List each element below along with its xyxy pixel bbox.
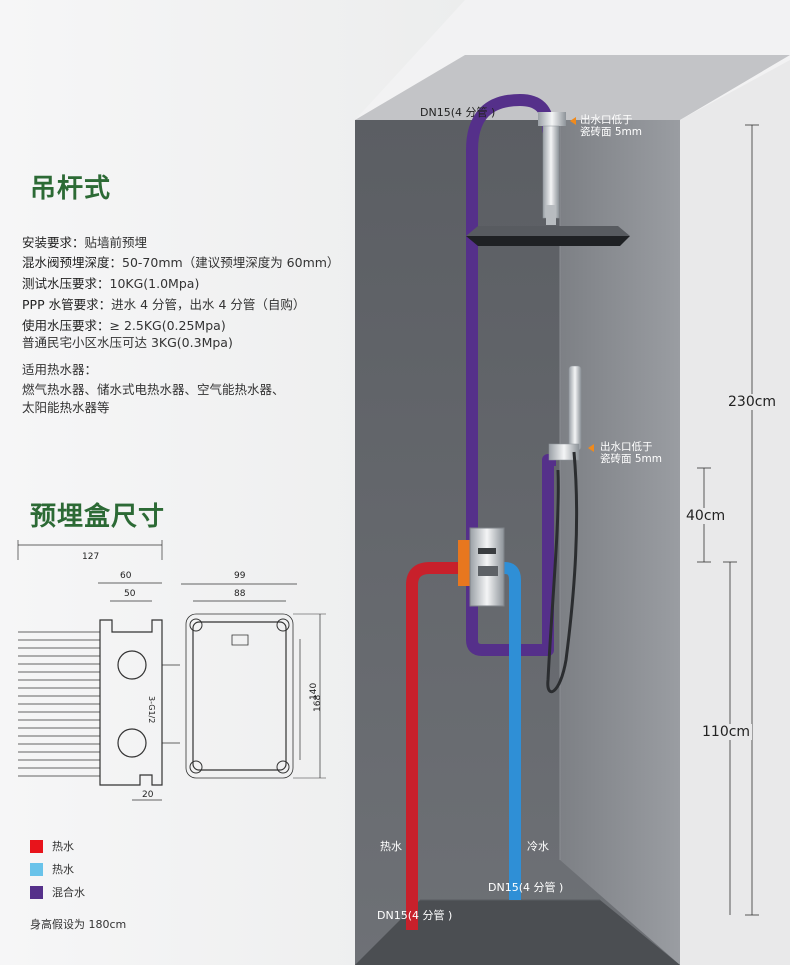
right-wall: [560, 120, 680, 965]
height-total: 230cm: [726, 394, 779, 410]
spec-use-pressure: 使用水压要求：≥ 2.5KG(0.25Mpa): [22, 318, 226, 333]
hand-shower-holder: [548, 443, 580, 461]
legend-hot: 热水: [30, 838, 74, 854]
note-shower-head: 出水口低于 瓷砖面 5mm: [580, 114, 642, 138]
legend-hot-swatch: [30, 839, 43, 853]
dim-front-height-outer: 168: [313, 694, 323, 712]
pipe-label-top: DN15(4 分管 ): [420, 106, 496, 119]
height-low: 110cm: [700, 724, 753, 740]
pipe-label-hot: 热水: [380, 840, 402, 853]
ceiling-arm: [542, 125, 560, 219]
dim-side-total: 127: [82, 552, 100, 562]
dim-side-bottom: 20: [142, 790, 154, 800]
heaters-line1: 燃气热水器、储水式电热水器、空气能热水器、: [22, 382, 285, 397]
spec-test-pressure: 测试水压要求：10KG(1.0Mpa): [22, 276, 200, 291]
legend-cold-swatch: [30, 862, 43, 876]
shower-head-top: [466, 226, 630, 236]
floor: [355, 900, 680, 965]
dim-side-inner: 50: [124, 589, 136, 599]
hand-shower: [568, 365, 582, 451]
pipe-label-bottom-left: DN15(4 分管 ): [377, 909, 453, 922]
ceiling-shade: [355, 55, 790, 120]
shower-head: [466, 236, 630, 246]
mixed-pipe-hand: [466, 454, 556, 656]
box-side-view: [17, 540, 180, 801]
spec-pipe: PPP 水管要求：进水 4 分管，出水 4 分管（自购）: [22, 297, 306, 312]
legend-mixed-swatch: [30, 885, 43, 899]
legend-mixed: 混合水: [30, 884, 85, 900]
legend-cold: 热水: [30, 861, 74, 877]
hot-pipe: [406, 562, 462, 930]
spec-depth: 混水阀预埋深度：50-70mm（建议预埋深度为 60mm）: [22, 255, 340, 270]
dim-front-width-inner: 88: [234, 589, 246, 599]
spec-install: 安装要求：贴墙前预埋: [22, 235, 148, 250]
ceiling-flange: [538, 112, 566, 126]
pipe-label-cold: 冷水: [527, 840, 549, 853]
mixer-diverter: [478, 548, 496, 554]
heaters-line2: 太阳能热水器等: [22, 400, 110, 415]
left-wall: [0, 0, 465, 965]
box-front-view: [181, 583, 326, 779]
heaters-label: 适用热水器：: [22, 362, 98, 377]
shower-hose: [546, 451, 579, 693]
spec-residential: 普通民宅小区水压可达 3KG(0.3Mpa): [22, 335, 233, 350]
dim-front-width-outer: 99: [234, 571, 246, 581]
mixer-handle: [478, 566, 498, 576]
dim-side-mid: 60: [120, 571, 132, 581]
note-hand-shower: 出水口低于 瓷砖面 5mm: [600, 441, 662, 465]
pipe-label-bottom-right: DN15(4 分管 ): [488, 881, 564, 894]
note-pointer-hand: [588, 444, 594, 452]
person-height-note: 身高假设为 180cm: [30, 918, 127, 931]
title-hanging: 吊杆式: [30, 174, 112, 204]
note-pointer-top: [570, 117, 576, 125]
height-mid: 40cm: [684, 508, 728, 524]
title-box-size: 预埋盒尺寸: [30, 502, 166, 532]
cold-pipe: [495, 562, 521, 900]
dim-side-thread: 3-G1/2: [147, 696, 156, 724]
shower-connector: [546, 205, 556, 225]
